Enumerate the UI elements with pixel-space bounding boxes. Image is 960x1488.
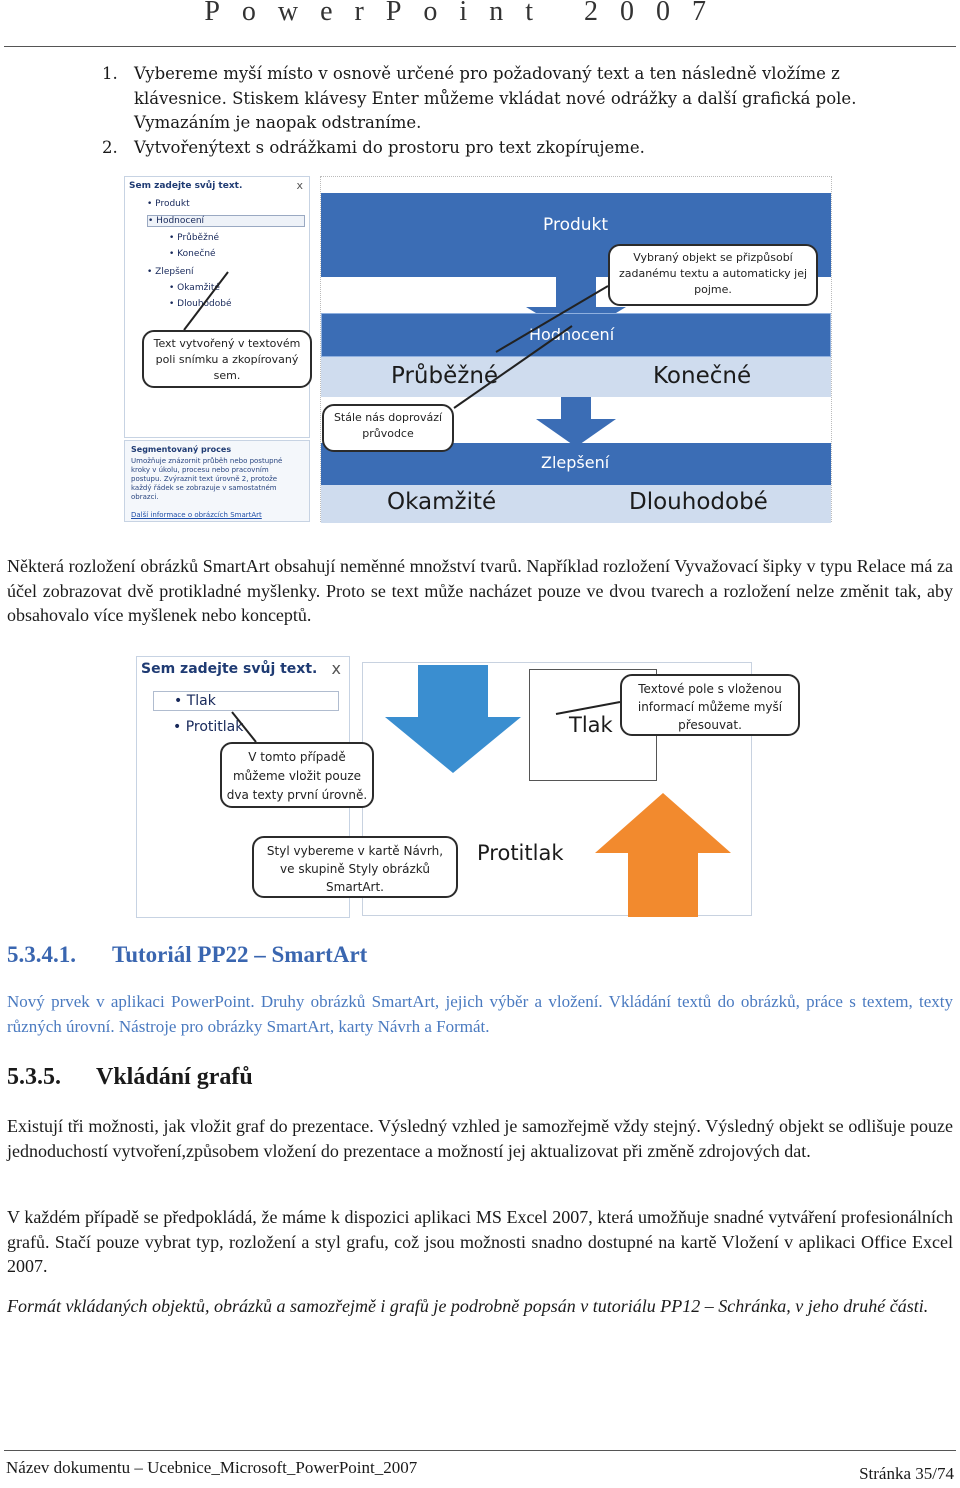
paragraph-italic: Formát vkládaných objektů, obrázků a sam…	[7, 1296, 929, 1316]
callout-connectors	[231, 701, 621, 743]
callout-style: Styl vybereme v kartě Návrh, ve skupině …	[252, 836, 458, 898]
section-number: 5.3.4.1.	[7, 942, 76, 967]
tutorial-description: Nový prvek v aplikaci PowerPoint. Druhy …	[7, 992, 953, 1036]
running-header: PowerPoint 2007	[204, 0, 728, 27]
footer-rule	[4, 1450, 956, 1451]
step-list: 1. Vybereme myší místo v osnově určené p…	[102, 62, 902, 160]
paragraph: Existují tři možnosti, jak vložit graf d…	[7, 1116, 953, 1161]
callout-text-pane: Text vytvořený v textovém poli snímku a …	[142, 330, 312, 388]
label-hodnoceni: Hodnocení	[529, 325, 615, 344]
label-okamzite: Okamžité	[387, 489, 497, 515]
callout-autofit: Vybraný objekt se přizpůsobí zadanému te…	[608, 244, 818, 306]
section-title: Vkládání grafů	[96, 1064, 253, 1090]
step-number: 2.	[102, 137, 118, 157]
step-text: Vytvořenýtext s odrážkami do prostoru pr…	[134, 137, 645, 157]
label-tlak: Tlak	[569, 713, 613, 737]
callout-connectors	[183, 271, 609, 409]
more-info-link[interactable]: Další informace o obrázcích SmartArt	[131, 511, 262, 519]
label-produkt: Produkt	[543, 215, 609, 235]
step-item: 1. Vybereme myší místo v osnově určené p…	[102, 62, 902, 136]
down-arrow-icon	[385, 665, 521, 773]
figure-smartart-process: Sem zadejte svůj text. x • Produkt • Hod…	[124, 176, 832, 523]
shape-hodnoceni[interactable]	[321, 313, 831, 357]
step-text: Vybereme myší místo v osnově určené pro …	[134, 64, 857, 132]
up-arrow-icon	[595, 793, 731, 917]
section-title: Tutoriál PP22 – SmartArt	[112, 942, 368, 967]
list-item[interactable]: • Okamžité	[169, 283, 220, 293]
paragraph: V každém případě se předpokládá, že máme…	[7, 1207, 953, 1276]
smartart-canvas[interactable]: Tlak Protitlak	[362, 662, 752, 917]
layout-description: Umožňuje znázornit průběh nebo postupné …	[131, 457, 283, 501]
section-number: 5.3.5.	[7, 1064, 61, 1090]
text-pane-title: Sem zadejte svůj text.	[129, 181, 243, 191]
callout-two-texts: V tomto případě můžeme vložit pouze dva …	[220, 742, 374, 808]
close-icon[interactable]: x	[331, 659, 341, 678]
list-item[interactable]: • Tlak	[153, 691, 339, 711]
callout-move-textbox: Textové pole s vloženou informací můžeme…	[620, 674, 800, 736]
list-item[interactable]: • Zlepšení	[147, 267, 194, 277]
step-item: 2. Vytvořenýtext s odrážkami do prostoru…	[102, 136, 902, 161]
label-dlouhodobe: Dlouhodobé	[629, 489, 768, 515]
layout-info-pane: Segmentovaný proces Umožňuje znázornit p…	[124, 440, 310, 522]
footer-page-number: Stránka 35/74	[859, 1464, 954, 1483]
close-icon[interactable]: x	[296, 179, 303, 192]
label-konecne: Konečné	[653, 363, 752, 389]
list-item[interactable]: • Průběžné	[169, 233, 220, 243]
list-item[interactable]: • Protitlak	[173, 719, 244, 735]
list-item[interactable]: • Konečné	[169, 249, 216, 259]
footer-document-name: Název dokumentu – Ucebnice_Microsoft_Pow…	[6, 1458, 418, 1477]
down-arrow-2	[536, 397, 616, 447]
shape-level2-row2[interactable]	[321, 485, 831, 523]
list-item[interactable]: • Hodnocení	[147, 215, 305, 227]
shape-level2-row1[interactable]	[321, 357, 831, 397]
list-item[interactable]: • Produkt	[147, 199, 190, 209]
layout-name: Segmentovaný proces	[131, 445, 232, 454]
callout-wizard: Stále nás doprovází průvodce	[322, 404, 454, 452]
label-zlepseni: Zlepšení	[541, 453, 610, 472]
label-protitlak: Protitlak	[477, 841, 564, 865]
header-rule	[4, 46, 956, 47]
label-prubezne: Průběžné	[391, 363, 499, 389]
paragraph-layouts: Některá rozložení obrázků SmartArt obsah…	[7, 556, 953, 625]
text-pane-title: Sem zadejte svůj text.	[141, 661, 318, 677]
step-number: 1.	[102, 64, 118, 83]
figure-smartart-balance: Sem zadejte svůj text. x • Tlak • Protit…	[136, 656, 800, 918]
smartart-canvas[interactable]: Produkt Hodnocení Průběžné Konečné Zlepš…	[320, 176, 832, 523]
